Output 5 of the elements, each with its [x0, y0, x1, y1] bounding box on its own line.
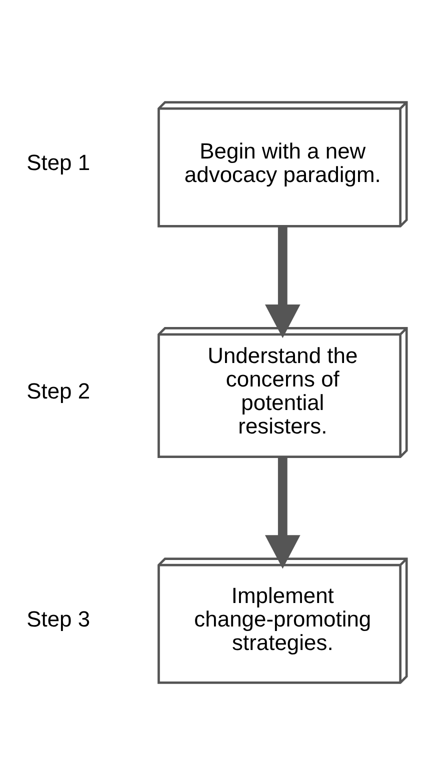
arrow [265, 226, 300, 338]
node-label: Step 2 [26, 378, 90, 403]
arrow [265, 456, 300, 568]
node-label: Step 1 [26, 150, 90, 175]
node-label: Step 3 [26, 606, 90, 632]
